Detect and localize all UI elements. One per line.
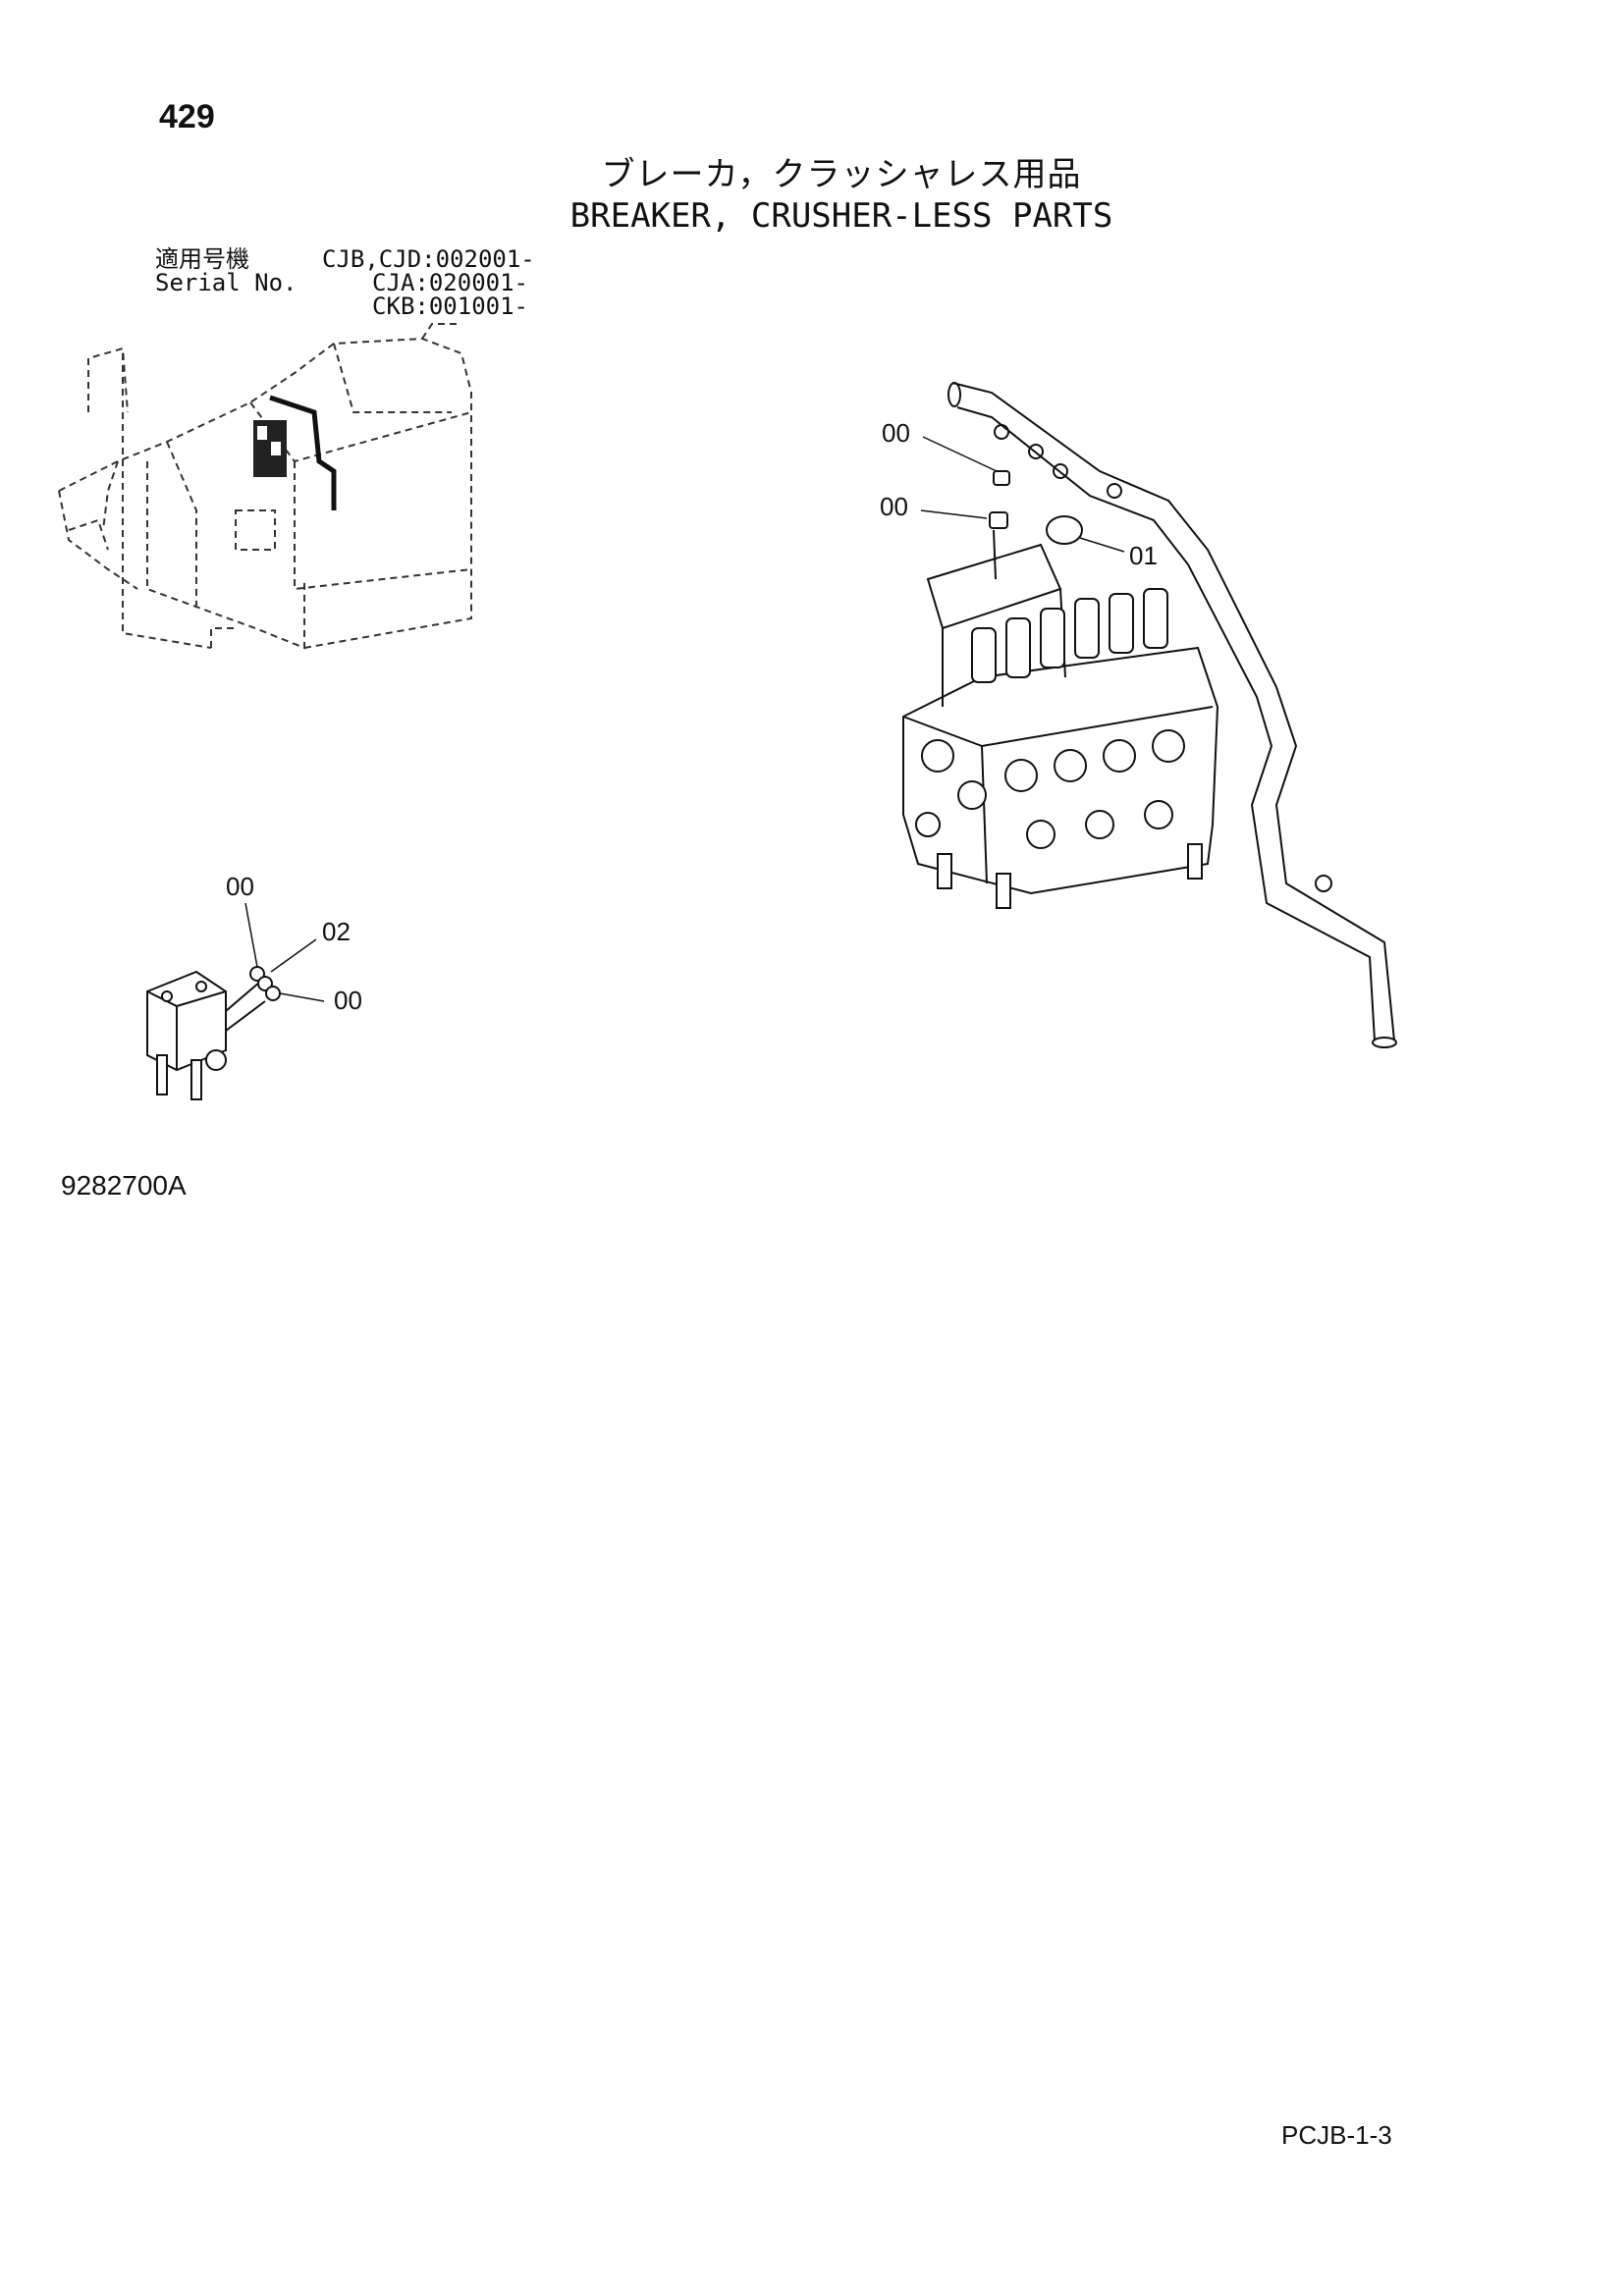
plug-middle <box>989 511 1008 529</box>
pipe-illustration <box>947 382 1397 1048</box>
leader-lines <box>244 436 1125 1002</box>
control-valve-illustration <box>902 543 1219 909</box>
plug-parts <box>989 470 1083 580</box>
serial-number-block: 適用号機 CJB,CJD:002001- Serial No. CJA:0200… <box>155 245 535 318</box>
page-code: PCJB-1-3 <box>1281 2120 1392 2150</box>
fitting-bottom <box>265 986 281 1001</box>
valve-ports <box>915 729 1185 849</box>
serial-value-ckb: CKB:001001- <box>372 293 528 320</box>
callout-small-bottom: 00 <box>334 986 362 1015</box>
pilot-valve-illustration <box>146 966 281 1100</box>
serial-value-cja: CJA:020001- <box>372 269 528 296</box>
callout-main-middle: 00 <box>880 492 908 521</box>
spool-caps <box>971 588 1168 683</box>
serial-row-3: CKB:001001- <box>155 294 528 318</box>
page-title-japanese: ブレーカ，クラッシャレス用品 <box>601 155 1082 194</box>
cab-valve-highlight <box>253 395 337 510</box>
page-title-english: BREAKER, CRUSHER-LESS PARTS <box>569 196 1113 236</box>
serial-label-english: Serial No. <box>155 269 298 296</box>
serial-row-1: 適用号機 CJB,CJD:002001- <box>155 245 535 273</box>
serial-row-2: Serial No. CJA:020001- <box>155 271 528 294</box>
plug-top <box>993 470 1010 486</box>
serial-label-japanese: 適用号機 <box>155 245 249 273</box>
plug-large <box>1046 515 1083 545</box>
valve-legs <box>937 843 1203 909</box>
serial-value-cjb-cjd: CJB,CJD:002001- <box>322 245 535 273</box>
page-number: 429 <box>159 98 215 135</box>
excavator-cab-illustration <box>58 323 472 650</box>
callout-small-top: 00 <box>226 872 254 901</box>
drawing-code: 9282700A <box>61 1170 187 1201</box>
callout-small-right: 02 <box>322 917 351 946</box>
callout-main-top: 00 <box>882 418 910 448</box>
callout-main-right: 01 <box>1129 541 1158 570</box>
